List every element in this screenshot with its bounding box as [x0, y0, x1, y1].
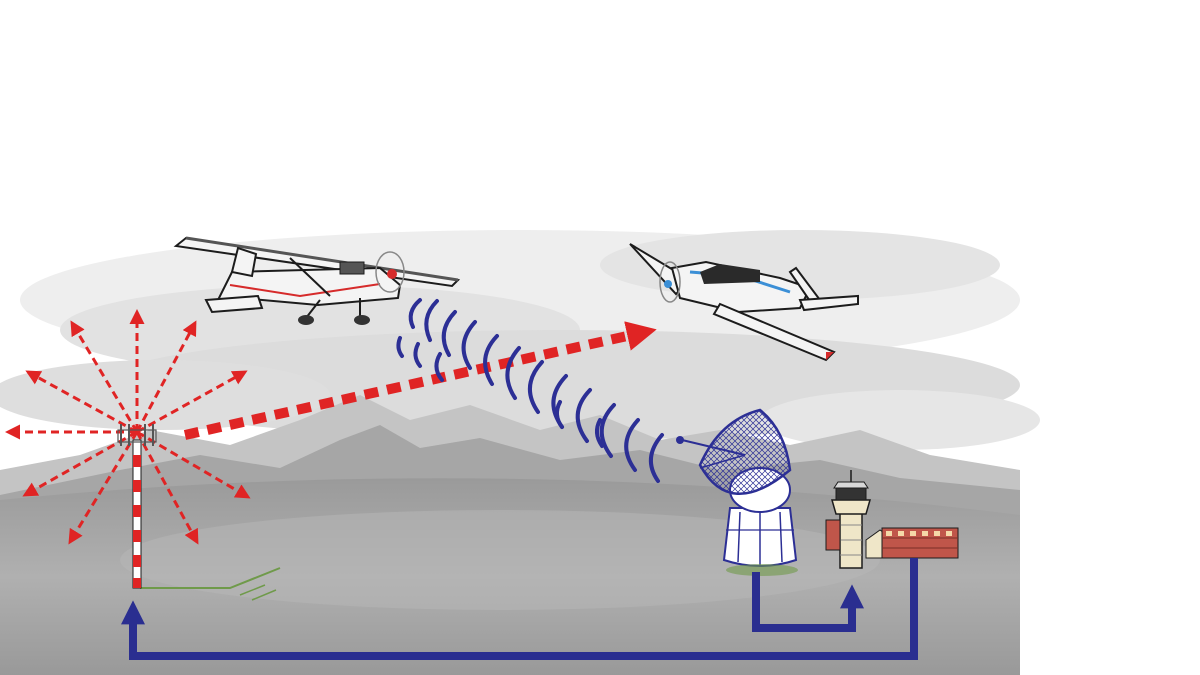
broadcast-link-to-aircraft [183, 321, 657, 440]
radar-waves [396, 298, 664, 483]
broadcast-rays [4, 309, 251, 545]
radar-dish-icon [676, 408, 798, 576]
sky-clouds [0, 230, 1040, 450]
cell-tower-icon [117, 424, 157, 589]
terminal-building-icon [825, 519, 959, 559]
radar-to-tower-link [752, 572, 864, 632]
control-tower-icon [831, 470, 871, 569]
low-wing-airplane-icon [629, 243, 859, 362]
high-wing-airplane-icon [173, 236, 461, 325]
ground-network-links [121, 558, 918, 660]
terminal-to-cell-tower-link [121, 558, 918, 660]
runway-icon [140, 567, 281, 601]
